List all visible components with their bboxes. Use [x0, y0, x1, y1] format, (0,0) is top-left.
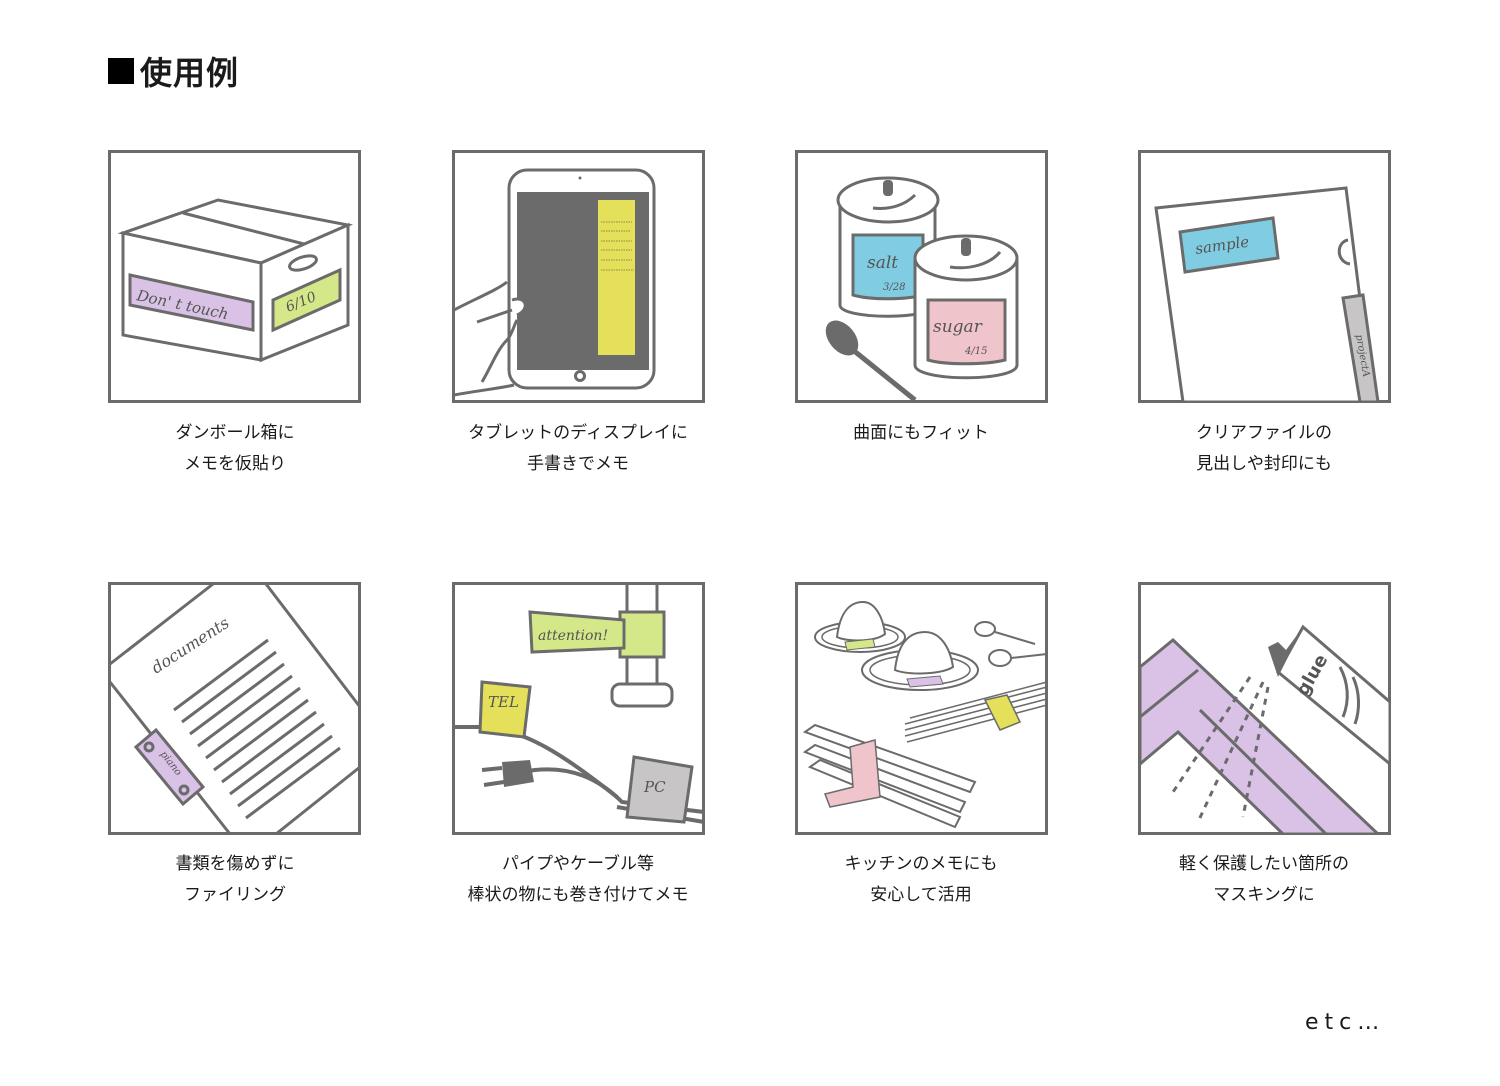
- documents-icon: documents piano: [108, 582, 361, 835]
- caption-line: ファイリング: [184, 885, 286, 905]
- cardboard-box-icon: Don' t touch 6/10: [108, 150, 361, 403]
- caption-line: 手書きでメモ: [527, 454, 629, 474]
- salt-label: salt: [867, 253, 898, 273]
- heading-text: 使用例: [140, 54, 240, 92]
- sugar-date: 4/15: [964, 346, 987, 357]
- heading-square-icon: [108, 58, 134, 84]
- caption-line: マスキングに: [1213, 885, 1315, 905]
- caption-clear-file: クリアファイルの 見出しや封印にも: [1114, 418, 1414, 480]
- usage-tile-documents: documents piano: [108, 582, 361, 835]
- tel-label: TEL: [488, 693, 519, 711]
- caption-documents: 書類を傷めずに ファイリング: [85, 849, 385, 911]
- canisters-icon: salt 3/28 sugar 4/15: [795, 150, 1048, 403]
- usage-tile-tablet: [452, 150, 705, 403]
- caption-line: 軽く保護したい箇所の: [1179, 854, 1349, 874]
- section-heading: 使用例: [108, 48, 239, 94]
- cables-icon: attention! TEL PC: [452, 582, 705, 835]
- caption-line: パイプやケーブル等: [502, 854, 654, 874]
- kitchen-icon: [795, 582, 1048, 835]
- clear-file-icon: sample projectA: [1138, 150, 1391, 403]
- usage-tile-masking: glue: [1138, 582, 1391, 835]
- usage-tile-kitchen: [795, 582, 1048, 835]
- caption-line: 安心して活用: [870, 885, 972, 905]
- caption-canisters: 曲面にもフィット: [771, 418, 1071, 449]
- tablet-icon: [452, 150, 705, 403]
- usage-tile-cables: attention! TEL PC: [452, 582, 705, 835]
- attention-label: attention!: [538, 628, 608, 644]
- caption-tablet: タブレットのディスプレイに 手書きでメモ: [428, 418, 728, 480]
- usage-tile-box: Don' t touch 6/10: [108, 150, 361, 403]
- footer-etc: etc…: [1305, 1010, 1386, 1035]
- sugar-label: sugar: [933, 317, 983, 337]
- caption-box: ダンボール箱に メモを仮貼り: [85, 418, 385, 480]
- caption-line: ダンボール箱に: [175, 423, 295, 443]
- usage-tile-clear-file: sample projectA: [1138, 150, 1391, 403]
- caption-line: 見出しや封印にも: [1196, 454, 1332, 474]
- caption-line: クリアファイルの: [1196, 423, 1332, 443]
- caption-cables: パイプやケーブル等 棒状の物にも巻き付けてメモ: [428, 849, 728, 911]
- masking-icon: glue: [1138, 582, 1391, 835]
- caption-line: キッチンのメモにも: [844, 854, 998, 874]
- salt-date: 3/28: [883, 282, 905, 293]
- caption-line: メモを仮貼り: [184, 454, 286, 474]
- pc-label: PC: [643, 778, 666, 796]
- caption-line: 棒状の物にも巻き付けてメモ: [467, 885, 689, 905]
- caption-kitchen: キッチンのメモにも 安心して活用: [771, 849, 1071, 911]
- caption-line: タブレットのディスプレイに: [468, 423, 688, 443]
- caption-line: 書類を傷めずに: [175, 854, 295, 874]
- usage-tile-canisters: salt 3/28 sugar 4/15: [795, 150, 1048, 403]
- caption-line: 曲面にもフィット: [853, 423, 989, 443]
- caption-masking: 軽く保護したい箇所の マスキングに: [1114, 849, 1414, 911]
